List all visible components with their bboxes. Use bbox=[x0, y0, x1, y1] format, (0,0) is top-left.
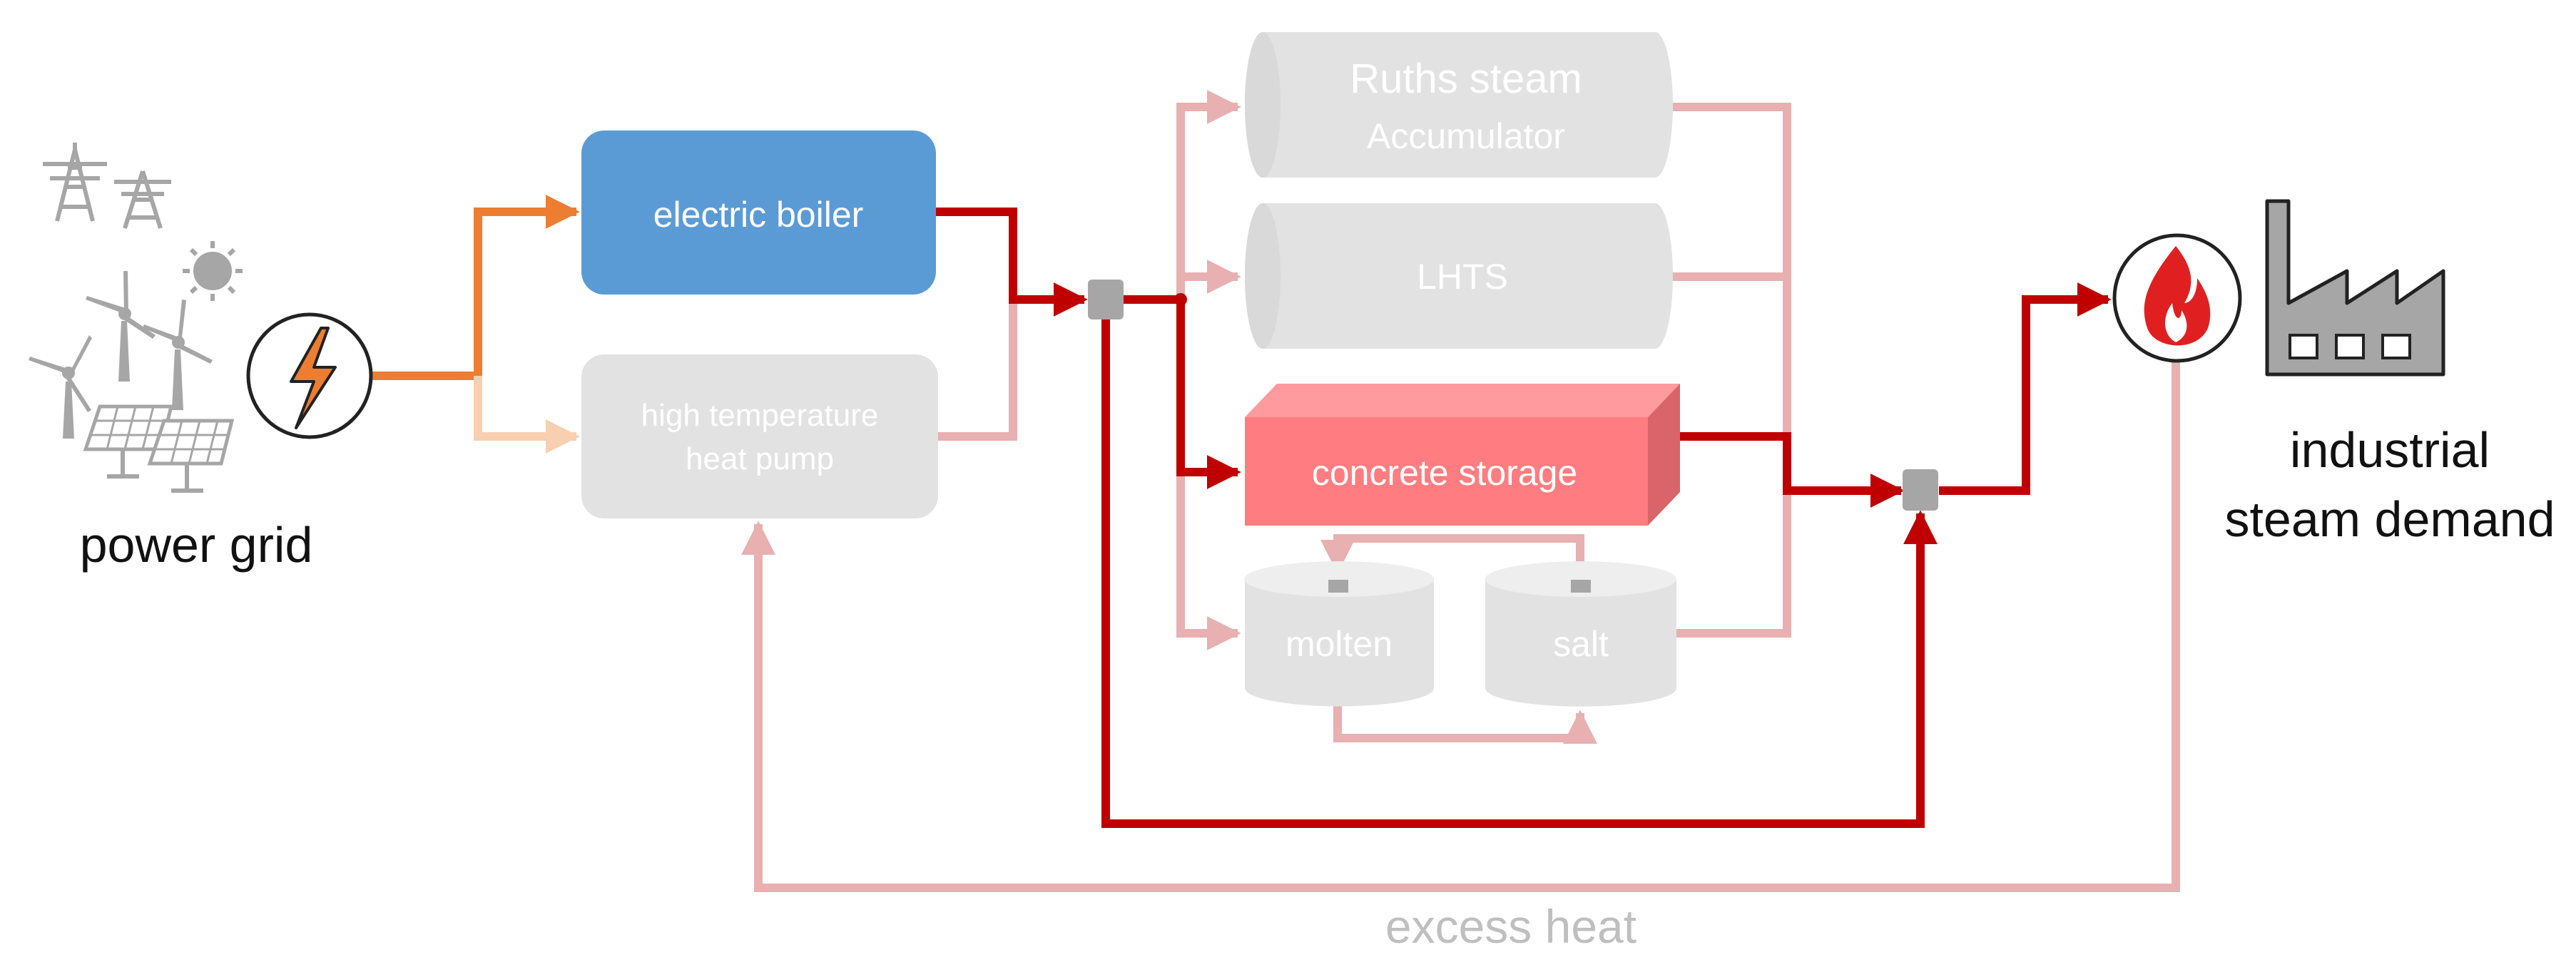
power-grid-icon bbox=[43, 143, 243, 301]
salt-tank: salt bbox=[1485, 561, 1676, 707]
pylon-icon bbox=[114, 170, 171, 229]
power-to-boiler-line bbox=[372, 195, 580, 380]
excess-heat-label: excess heat bbox=[1385, 900, 1636, 953]
flame-icon bbox=[2112, 233, 2242, 363]
solar-panel-icon bbox=[147, 419, 235, 493]
power-grid-label: power grid bbox=[80, 517, 313, 573]
wind-turbine-icons bbox=[29, 271, 213, 439]
active-flows bbox=[936, 208, 2112, 828]
wind-turbine-icon bbox=[29, 335, 92, 439]
solar-panel-icon bbox=[83, 404, 174, 479]
lightning-bolt-icon bbox=[246, 312, 373, 439]
salt-label: salt bbox=[1553, 624, 1609, 664]
lhts-label: LHTS bbox=[1417, 257, 1508, 297]
solar-panel-icons bbox=[83, 404, 235, 493]
junction-node-right bbox=[1903, 469, 1938, 511]
ruths-accumulator-cylinder: Ruths steam Accumulator bbox=[1245, 32, 1673, 178]
concrete-storage-box: concrete storage bbox=[1245, 384, 1680, 526]
merge-to-demand-line bbox=[1939, 282, 2112, 495]
power-to-heatpump-line bbox=[474, 376, 580, 454]
ruths-output-line bbox=[1673, 103, 1791, 638]
wind-turbine-icon bbox=[143, 300, 213, 410]
excess-heat-line bbox=[741, 360, 2180, 892]
pylon-icon bbox=[43, 143, 107, 222]
boiler-output-line bbox=[936, 208, 1088, 317]
concrete-output-line bbox=[1676, 432, 1905, 508]
junction-to-concrete-line bbox=[1124, 295, 1241, 489]
electric-boiler-box: electric boiler bbox=[581, 131, 936, 295]
heatpump-output-line bbox=[938, 212, 1017, 441]
demand-label-line1: industrial bbox=[2290, 422, 2490, 478]
molten-to-salt-line bbox=[1333, 702, 1597, 745]
molten-input-line bbox=[1176, 300, 1241, 650]
junction-node-left bbox=[1088, 280, 1124, 319]
storage-branch-vertical bbox=[1176, 90, 1241, 300]
junction-dot bbox=[1174, 293, 1187, 306]
electric-boiler-label: electric boiler bbox=[653, 195, 864, 235]
bypass-line bbox=[1101, 314, 1938, 828]
heat-pump-label-line1: high temperature bbox=[641, 398, 879, 433]
ruths-label-line2: Accumulator bbox=[1367, 116, 1565, 156]
ruths-label-line1: Ruths steam bbox=[1350, 56, 1582, 102]
molten-label: molten bbox=[1286, 624, 1393, 664]
wind-turbine-icon bbox=[86, 271, 156, 382]
concrete-storage-label: concrete storage bbox=[1312, 453, 1577, 493]
lhts-cylinder: LHTS bbox=[1245, 203, 1673, 349]
molten-tank: molten bbox=[1244, 561, 1434, 707]
heat-pump-box: high temperature heat pump bbox=[581, 354, 938, 518]
power-flows bbox=[372, 195, 580, 454]
factory-icon bbox=[2265, 199, 2445, 377]
demand-label-line2: steam demand bbox=[2224, 491, 2555, 547]
sun-icon bbox=[183, 241, 243, 301]
heat-pump-label-line2: heat pump bbox=[686, 441, 834, 476]
